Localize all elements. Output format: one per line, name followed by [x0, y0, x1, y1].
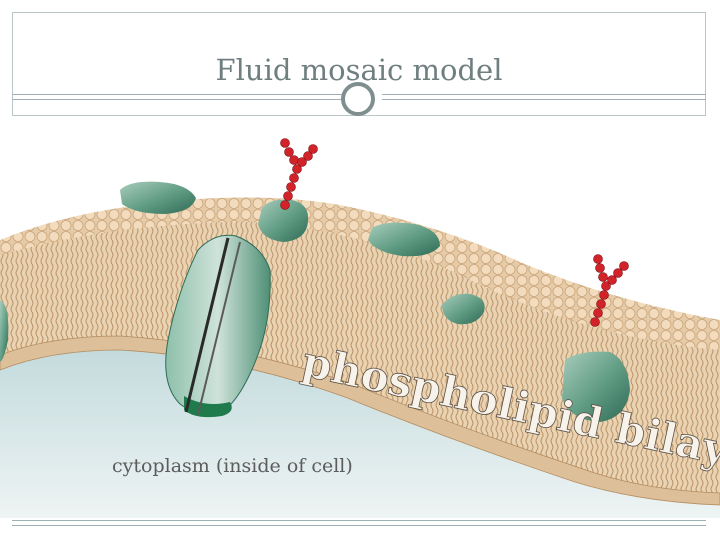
peripheral-protein	[562, 351, 630, 422]
glycoprotein-chain	[280, 138, 318, 210]
transmembrane-channel-protein	[165, 234, 271, 414]
peripheral-protein	[368, 222, 440, 257]
bilayer-upper-tails	[0, 222, 720, 392]
channel-pore-line	[184, 237, 230, 413]
title-divider-right	[382, 94, 706, 100]
glycoprotein-chain	[590, 254, 629, 327]
channel-pore-line	[197, 241, 241, 416]
cytoplasm-label: cytoplasm (inside of cell)	[112, 455, 353, 477]
peripheral-protein	[120, 181, 196, 214]
slide-title: Fluid mosaic model	[215, 53, 503, 87]
footer-divider	[12, 520, 706, 526]
peripheral-protein	[258, 199, 309, 242]
title-circle-ornament	[341, 82, 375, 116]
channel-protein-base	[184, 396, 232, 418]
peripheral-protein	[0, 300, 9, 362]
title-divider-left	[12, 94, 342, 100]
peripheral-protein	[442, 293, 485, 325]
